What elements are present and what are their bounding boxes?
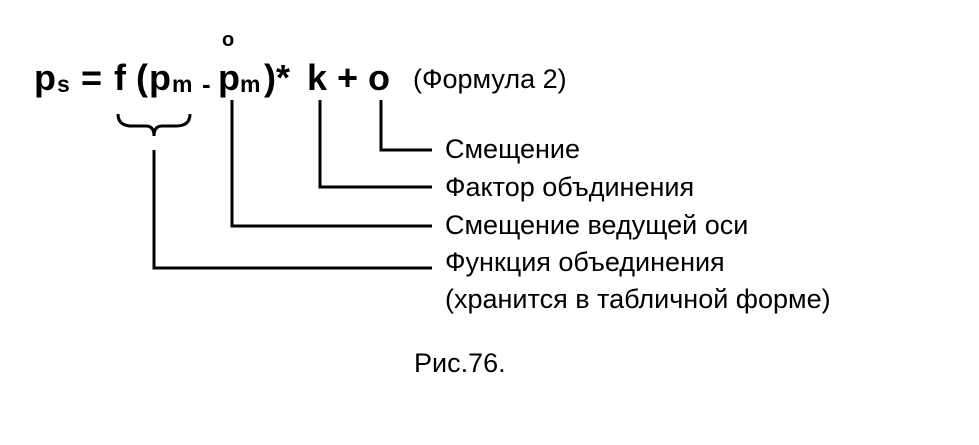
function-brace	[116, 113, 192, 137]
formula-function: f	[114, 57, 126, 98]
formula-factor-k: k	[307, 57, 328, 98]
formula-paren-open: (	[136, 57, 148, 98]
formula-offset-o: o	[368, 57, 390, 98]
label-factor: Фактор объдинения	[445, 172, 695, 202]
leader-line-function	[152, 150, 432, 270]
label-leading-axis-offset: Смещение ведущей оси	[445, 210, 749, 240]
label-function-line1: Функция объединения	[445, 247, 725, 277]
formula-plus: +	[337, 57, 359, 98]
label-function-line2: (хранится в табличной форме)	[445, 284, 831, 314]
label-offset: Смещение	[445, 134, 581, 164]
formula-term-pm0-subscript: m	[240, 71, 261, 97]
formula-note: (Формула 2)	[413, 64, 567, 94]
formula-term-pm0: p	[218, 57, 240, 98]
formula-paren-close-star: )*	[264, 57, 290, 98]
formula-equals: =	[81, 57, 103, 98]
leader-line-offset	[379, 100, 432, 152]
formula-lhs: p	[34, 57, 56, 98]
formula-minus: -	[202, 69, 211, 99]
formula-lhs-subscript: s	[57, 71, 70, 97]
leader-line-factor	[318, 100, 432, 189]
formula-term-pm0-superscript: o	[222, 29, 235, 51]
figure-caption: Рис.76.	[414, 348, 506, 378]
formula-term-pm: p	[149, 57, 171, 98]
leader-line-leading-axis-offset	[230, 100, 432, 228]
formula-term-pm-subscript: m	[172, 71, 193, 97]
